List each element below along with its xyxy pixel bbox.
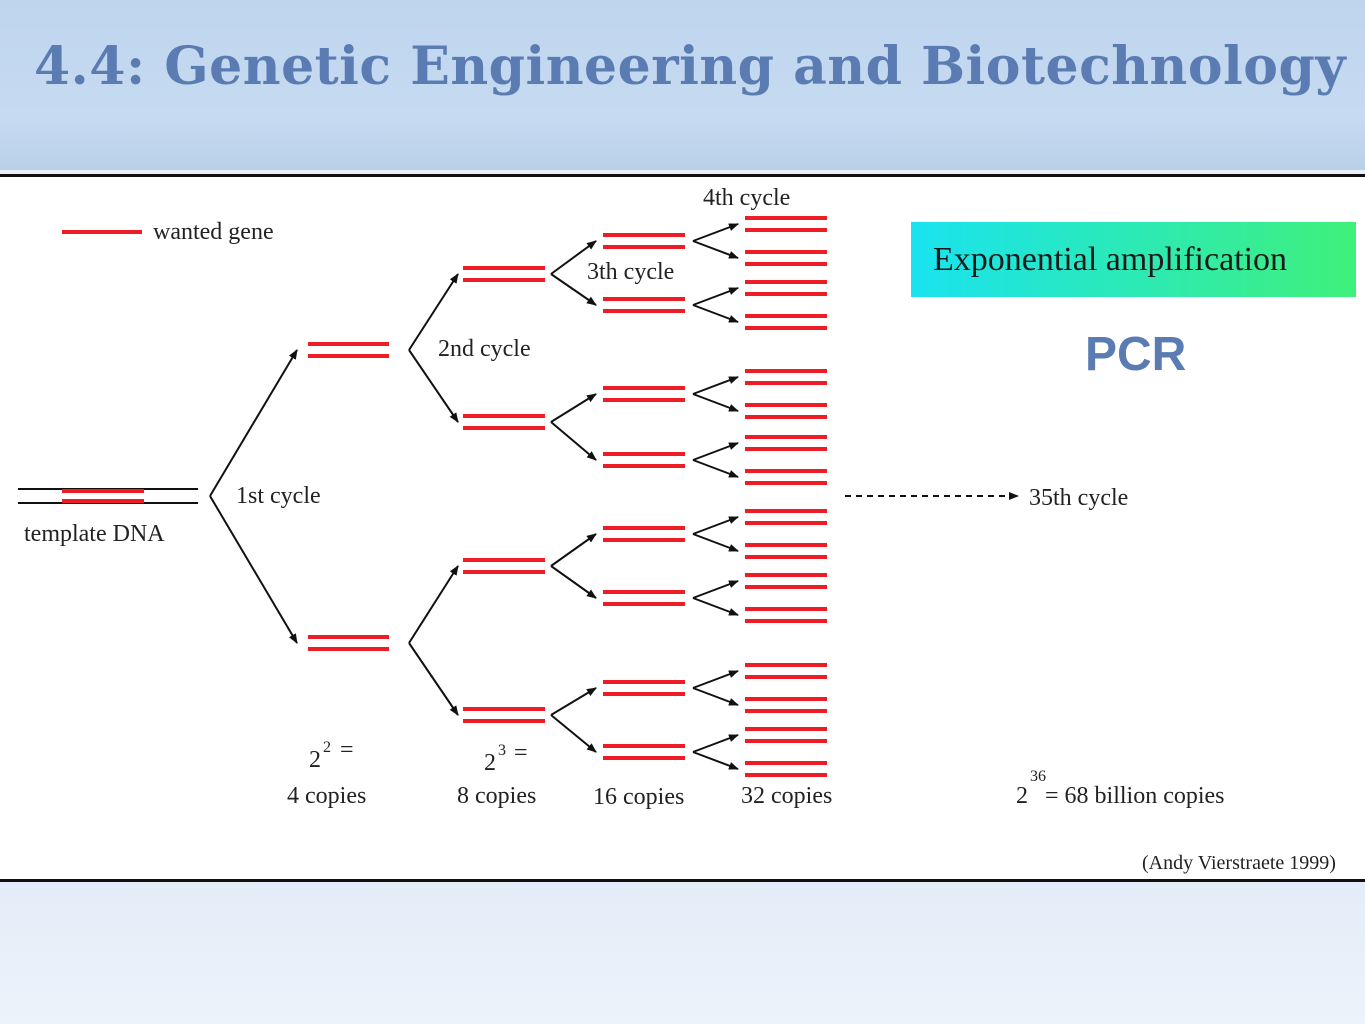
connector-line [550, 565, 597, 599]
svg-text:= 68 billion copies: = 68 billion copies [1045, 783, 1225, 809]
connector-line [692, 734, 739, 753]
credit-label: (Andy Vierstraete 1999) [1142, 852, 1336, 874]
cycle-1-label: 1st cycle [236, 483, 321, 509]
gene-copies [18, 216, 827, 777]
svg-text:=: = [340, 737, 354, 763]
count-final-copies: 2 36 = 68 billion copies [1016, 768, 1225, 809]
count-32-copies: 32 copies [741, 783, 832, 809]
connector-line [550, 687, 597, 716]
cycle-4-label: 4th cycle [703, 185, 790, 211]
svg-text:8 copies: 8 copies [457, 783, 536, 809]
connector-line [692, 304, 739, 323]
cycle-3-label: 3th cycle [587, 259, 674, 285]
svg-text:=: = [514, 740, 528, 766]
connector-line [550, 533, 597, 567]
count-4-copies: 2 2 = 4 copies [287, 737, 366, 809]
connector-line [550, 421, 597, 461]
connector-line [692, 376, 739, 395]
connector-line [408, 273, 459, 351]
connector-line [209, 349, 298, 497]
connector-line [692, 670, 739, 689]
connector-line [692, 442, 739, 461]
connector-line [692, 223, 739, 242]
connector-line [550, 393, 597, 423]
connector-line [692, 580, 739, 599]
connector-line [692, 393, 739, 412]
count-16-copies: 16 copies [593, 784, 684, 810]
exponential-amplification-label: Exponential amplification [933, 241, 1287, 278]
connector-line [692, 687, 739, 706]
connector-line [550, 240, 597, 275]
connector-line [550, 714, 597, 753]
svg-text:2: 2 [323, 739, 331, 756]
connector-line [550, 273, 597, 306]
connector-line [408, 642, 459, 716]
svg-text:4 copies: 4 copies [287, 783, 366, 809]
connector-line [692, 533, 739, 552]
pcr-figure: wanted gene template DNA 1st cycle 2nd c… [0, 174, 1365, 882]
svg-text:3: 3 [498, 742, 506, 759]
svg-text:2: 2 [309, 747, 321, 773]
svg-text:36: 36 [1030, 768, 1046, 785]
connector-line [209, 495, 298, 644]
count-8-copies: 2 3 = 8 copies [457, 740, 536, 809]
title-bar: 4.4: Genetic Engineering and Biotechnolo… [0, 0, 1365, 170]
cycle-2-label: 2nd cycle [438, 336, 531, 362]
svg-text:2: 2 [1016, 783, 1028, 809]
connector-line [692, 240, 739, 259]
connector-line [692, 751, 739, 770]
connector-line [408, 349, 459, 423]
exponential-amplification-banner [911, 222, 1356, 297]
connector-line [692, 459, 739, 478]
connector-line [408, 565, 459, 644]
template-dna-label: template DNA [24, 521, 165, 547]
legend-wanted-gene-label: wanted gene [153, 219, 274, 245]
pcr-diagram: wanted gene template DNA 1st cycle 2nd c… [18, 185, 1356, 874]
cycle-35-label: 35th cycle [1029, 485, 1128, 511]
slide-background-bottom [0, 882, 1365, 1024]
pcr-label: PCR [1085, 328, 1186, 381]
slide-title: 4.4: Genetic Engineering and Biotechnolo… [34, 36, 1347, 97]
connector-lines [209, 223, 1019, 770]
connector-line [692, 597, 739, 616]
connector-line [692, 287, 739, 306]
svg-text:2: 2 [484, 750, 496, 776]
connector-line [692, 516, 739, 535]
